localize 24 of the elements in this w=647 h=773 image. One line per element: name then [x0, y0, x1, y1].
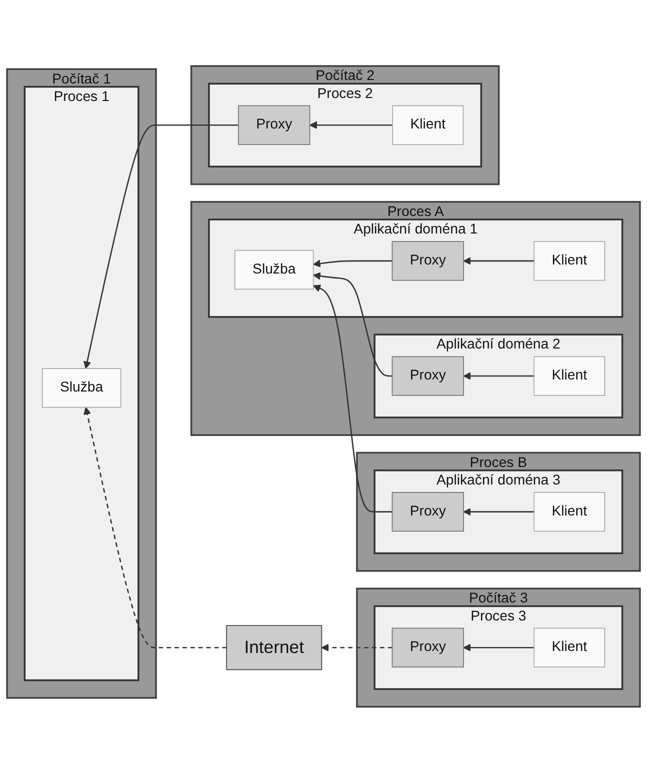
node-box: Služba — [42, 368, 122, 408]
node-box: Klient — [534, 241, 606, 281]
arrow — [321, 644, 392, 652]
arrow — [83, 124, 238, 369]
arrow — [463, 508, 534, 516]
arrow — [312, 272, 392, 377]
node-box: Internet — [226, 625, 322, 670]
arrow — [463, 372, 534, 380]
arrow — [309, 121, 393, 130]
arrow — [312, 260, 392, 268]
node-box: Proxy — [392, 241, 464, 281]
node-box: Klient — [534, 356, 606, 396]
node-box: Služba — [234, 250, 314, 290]
arrow — [312, 284, 392, 513]
node-box: Proxy — [392, 492, 464, 532]
node-box: Proxy — [238, 105, 310, 146]
arrow — [463, 257, 534, 265]
node-box: Proxy — [392, 628, 464, 668]
node-box: Klient — [534, 628, 606, 668]
arrow — [84, 407, 227, 648]
node-box: Klient — [392, 105, 464, 146]
node-box: Proxy — [392, 356, 464, 396]
arrow — [463, 644, 534, 652]
node-box: Klient — [534, 492, 606, 532]
